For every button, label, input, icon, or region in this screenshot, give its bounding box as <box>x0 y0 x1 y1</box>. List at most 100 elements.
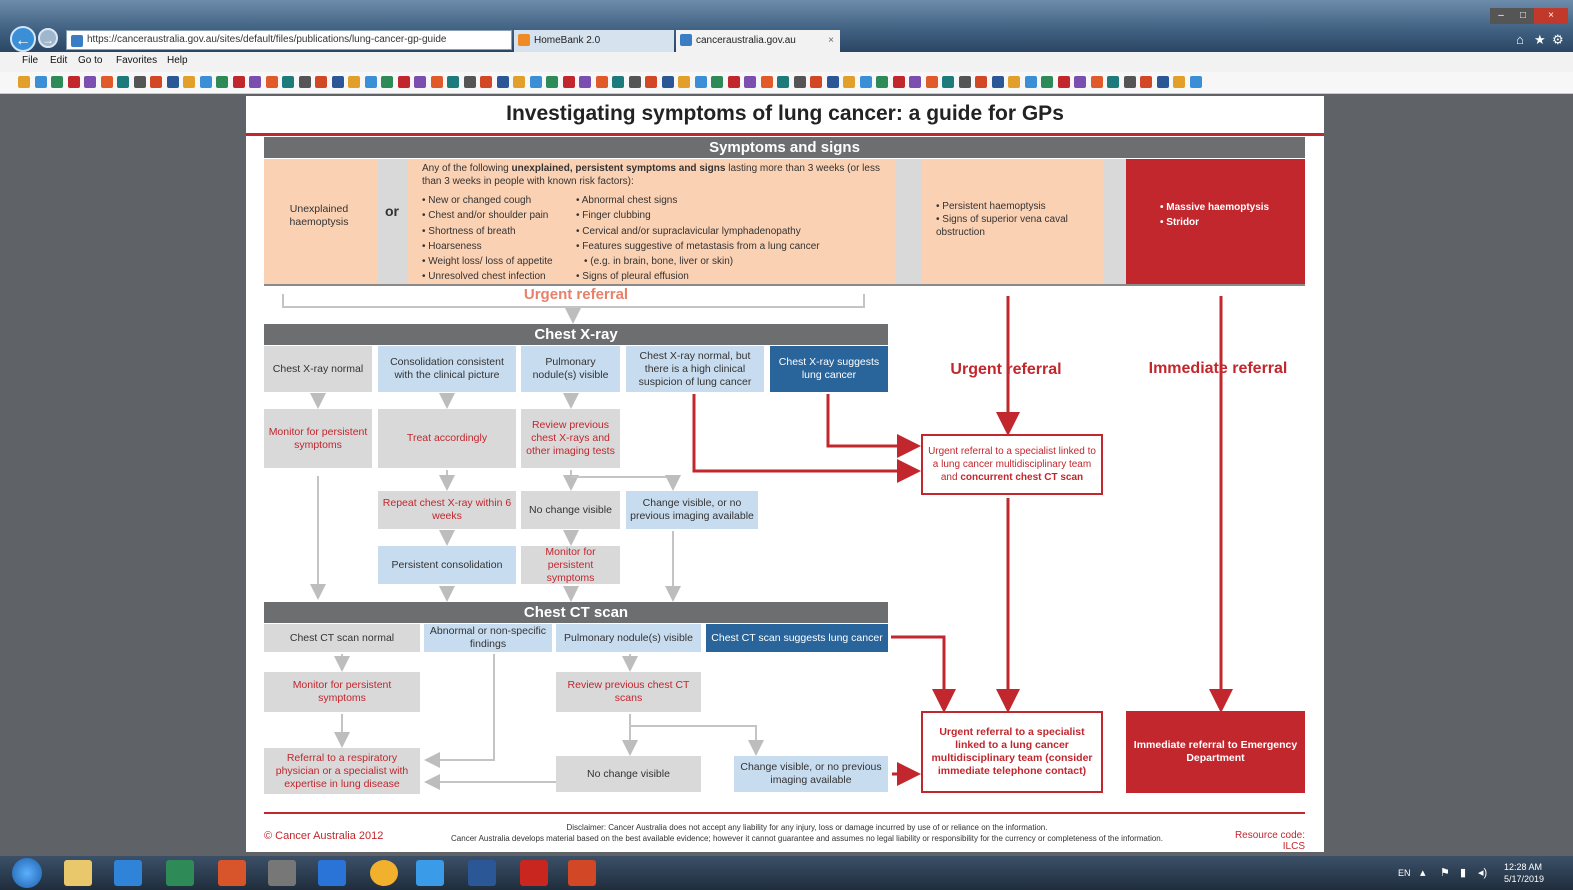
favorite-link-icon[interactable] <box>744 76 756 88</box>
favorite-link-icon[interactable] <box>298 76 311 88</box>
favorite-link-icon[interactable] <box>1024 76 1037 88</box>
excel-icon[interactable] <box>166 860 194 886</box>
favorite-link-icon[interactable] <box>199 76 212 88</box>
word-icon[interactable] <box>468 860 496 886</box>
home-icon[interactable]: ⌂ <box>1516 32 1524 47</box>
forward-button[interactable]: → <box>38 28 58 48</box>
favorite-link-icon[interactable] <box>876 76 888 88</box>
favorite-link-icon[interactable] <box>958 76 971 88</box>
settings-gear-icon[interactable]: ⚙ <box>1552 32 1564 47</box>
teamviewer-icon[interactable] <box>318 860 346 886</box>
favorite-link-icon[interactable] <box>133 76 146 88</box>
favorite-link-icon[interactable] <box>1107 76 1119 88</box>
favorite-link-icon[interactable] <box>1074 76 1086 88</box>
clock-time[interactable]: 12:28 AM <box>1504 862 1543 872</box>
favorite-link-icon[interactable] <box>51 76 63 88</box>
clock-date[interactable]: 5/17/2019 <box>1504 874 1545 884</box>
favorite-link-icon[interactable] <box>496 76 509 88</box>
favorite-link-icon[interactable] <box>84 76 96 88</box>
favorite-link-icon[interactable] <box>18 76 30 88</box>
menu-help[interactable]: Help <box>167 55 188 66</box>
favorite-link-icon[interactable] <box>397 76 410 88</box>
favorite-link-icon[interactable] <box>562 76 575 88</box>
favorite-link-icon[interactable] <box>265 76 278 88</box>
volume-icon[interactable]: ◂) <box>1478 867 1488 879</box>
favorite-link-icon[interactable] <box>1090 76 1103 88</box>
favorite-link-icon[interactable] <box>975 76 987 88</box>
favorite-link-icon[interactable] <box>480 76 492 88</box>
favorite-link-icon[interactable] <box>661 76 674 88</box>
address-bar[interactable]: https://canceraustralia.gov.au/sites/def… <box>66 30 512 50</box>
favorite-link-icon[interactable] <box>315 76 327 88</box>
favorite-link-icon[interactable] <box>991 76 1004 88</box>
favorite-link-icon[interactable] <box>430 76 443 88</box>
favorite-link-icon[interactable] <box>34 76 47 88</box>
favorite-link-icon[interactable] <box>463 76 476 88</box>
chrome-icon[interactable] <box>370 860 398 886</box>
menu-edit[interactable]: Edit <box>50 55 68 66</box>
favorite-link-icon[interactable] <box>595 76 608 88</box>
menu-favorites[interactable]: Favorites <box>116 55 158 66</box>
favorite-link-icon[interactable] <box>1140 76 1152 88</box>
favorite-link-icon[interactable] <box>628 76 641 88</box>
favorite-link-icon[interactable] <box>793 76 806 88</box>
favorite-link-icon[interactable] <box>909 76 921 88</box>
favorite-link-icon[interactable] <box>579 76 591 88</box>
favorite-link-icon[interactable] <box>1041 76 1053 88</box>
favorite-link-icon[interactable] <box>150 76 162 88</box>
app-icon[interactable] <box>218 860 246 886</box>
favorite-link-icon[interactable] <box>942 76 954 88</box>
favorite-link-icon[interactable] <box>414 76 426 88</box>
favorite-link-icon[interactable] <box>777 76 789 88</box>
favorite-link-icon[interactable] <box>1156 76 1169 88</box>
favorite-link-icon[interactable] <box>381 76 393 88</box>
favorite-link-icon[interactable] <box>843 76 855 88</box>
favorite-link-icon[interactable] <box>1173 76 1185 88</box>
favorite-link-icon[interactable] <box>678 76 690 88</box>
favorite-link-icon[interactable] <box>1123 76 1136 88</box>
favorite-link-icon[interactable] <box>1008 76 1020 88</box>
menu-file[interactable]: File <box>22 55 39 66</box>
favorite-link-icon[interactable] <box>348 76 360 88</box>
favorite-link-icon[interactable] <box>1057 76 1070 88</box>
favorite-link-icon[interactable] <box>216 76 228 88</box>
favorite-link-icon[interactable] <box>447 76 459 88</box>
favorite-link-icon[interactable] <box>694 76 707 88</box>
file-explorer-icon[interactable] <box>64 860 92 886</box>
favorite-link-icon[interactable] <box>249 76 261 88</box>
favorite-link-icon[interactable] <box>760 76 773 88</box>
favorite-link-icon[interactable] <box>513 76 525 88</box>
app-icon[interactable] <box>268 860 296 886</box>
favorite-link-icon[interactable] <box>100 76 113 88</box>
tab-canceraustralia[interactable]: canceraustralia.gov.au × <box>676 30 840 52</box>
network-icon[interactable]: ▮ <box>1460 867 1467 879</box>
favorite-link-icon[interactable] <box>183 76 195 88</box>
favorite-link-icon[interactable] <box>232 76 245 88</box>
favorite-link-icon[interactable] <box>546 76 558 88</box>
powerpoint-icon[interactable] <box>568 860 596 886</box>
favorite-link-icon[interactable] <box>529 76 542 88</box>
favorite-link-icon[interactable] <box>117 76 129 88</box>
favorite-link-icon[interactable] <box>859 76 872 88</box>
menu-goto[interactable]: Go to <box>78 55 103 66</box>
favorite-link-icon[interactable] <box>810 76 822 88</box>
start-button-icon[interactable] <box>12 858 42 888</box>
favorite-link-icon[interactable] <box>925 76 938 88</box>
close-tab-icon[interactable]: × <box>828 35 834 46</box>
favorite-link-icon[interactable] <box>282 76 294 88</box>
language-indicator[interactable]: EN <box>1398 868 1411 878</box>
favorite-link-icon[interactable] <box>67 76 80 88</box>
favorite-link-icon[interactable] <box>727 76 740 88</box>
minimize-button[interactable]: – <box>1490 8 1512 24</box>
tab-homebank[interactable]: HomeBank 2.0 <box>514 30 674 52</box>
favorite-link-icon[interactable] <box>826 76 839 88</box>
back-button[interactable]: ← <box>10 26 36 52</box>
favorite-link-icon[interactable] <box>711 76 723 88</box>
tray-chevron-icon[interactable]: ▴ <box>1420 867 1426 879</box>
favorite-link-icon[interactable] <box>166 76 179 88</box>
acrobat-icon[interactable] <box>520 860 548 886</box>
close-window-button[interactable]: × <box>1534 8 1568 24</box>
favorite-link-icon[interactable] <box>1189 76 1202 88</box>
favorite-link-icon[interactable] <box>331 76 344 88</box>
favorite-link-icon[interactable] <box>892 76 905 88</box>
